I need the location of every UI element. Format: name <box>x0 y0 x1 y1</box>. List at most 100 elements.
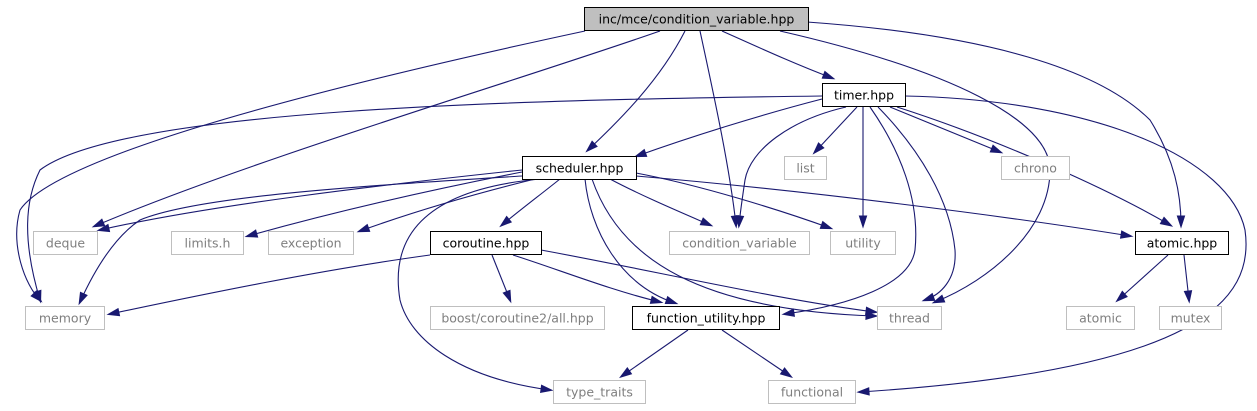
edge-scheduler-to-exception <box>356 178 536 233</box>
node-label: inc/mce/condition_variable.hpp <box>599 12 795 27</box>
edge-arrowhead <box>781 308 796 317</box>
edge-arrowhead <box>921 292 936 302</box>
edge-coroutine-to-memory <box>106 254 431 317</box>
node-box <box>268 231 354 255</box>
node-scheduler[interactable]: scheduler.hpp <box>522 156 637 180</box>
edge-timer-to-functional <box>856 95 1247 396</box>
edge-arrowhead <box>633 148 648 158</box>
edge-coroutine-to-thread <box>540 249 879 316</box>
nodes-layer: inc/mce/condition_variable.hpp timer.hpp s… <box>25 7 1229 404</box>
edge-timer-to-function_utility <box>781 106 917 317</box>
node-label: limits.h <box>185 236 231 251</box>
node-mutex: mutex <box>1159 306 1222 330</box>
node-boost: boost/coroutine2/all.hpp <box>430 306 605 330</box>
edge-arrowhead <box>664 295 679 305</box>
node-label: scheduler.hpp <box>536 161 624 176</box>
edge-arrowhead <box>821 70 836 80</box>
edge-line <box>587 30 686 151</box>
node-label: type_traits <box>566 385 633 400</box>
edge-line <box>591 178 876 317</box>
edge-arrowhead <box>1115 290 1128 303</box>
edge-arrowhead <box>540 384 554 393</box>
edge-line <box>721 30 833 79</box>
node-box <box>33 231 98 255</box>
edge-line <box>859 95 1247 393</box>
edge-arrowhead <box>1176 215 1186 229</box>
node-box <box>430 306 605 330</box>
node-coroutine[interactable]: coroutine.hpp <box>430 231 542 255</box>
node-label: thread <box>889 311 930 326</box>
edge-timer-to-utility <box>858 107 868 229</box>
edge-function_utility-to-type_traits <box>619 329 689 379</box>
edge-timer-to-list <box>812 106 858 155</box>
node-type-traits: type_traits <box>553 380 646 404</box>
edge-line <box>609 178 711 226</box>
edge-atomic_hpp-to-mutex <box>1183 254 1193 304</box>
edge-line <box>784 106 917 315</box>
node-box <box>522 156 637 180</box>
edge-line <box>699 30 737 226</box>
node-box <box>1066 306 1135 330</box>
edge-timer-to-condvar <box>735 106 847 229</box>
edge-arrowhead <box>1119 230 1134 239</box>
node-function-utility[interactable]: function_utility.hpp <box>632 306 780 330</box>
node-functional: functional <box>768 380 856 404</box>
edge-scheduler-to-type_traits <box>397 178 554 393</box>
node-label: boost/coroutine2/all.hpp <box>441 311 593 326</box>
node-box <box>1135 231 1229 255</box>
edge-scheduler-to-function_utility <box>584 178 679 305</box>
node-label: coroutine.hpp <box>443 236 530 251</box>
node-box <box>768 380 856 404</box>
node-label: chrono <box>1014 161 1057 176</box>
edge-timer-to-thread <box>877 106 956 302</box>
node-timer[interactable]: timer.hpp <box>822 83 906 107</box>
node-box <box>553 380 646 404</box>
edge-root-to-deque <box>91 30 661 228</box>
node-limits: limits.h <box>171 231 244 255</box>
node-label: deque <box>46 236 85 251</box>
edge-line <box>636 98 823 157</box>
edge-line <box>16 30 586 301</box>
node-label: function_utility.hpp <box>647 311 766 326</box>
node-box <box>171 231 244 255</box>
edge-arrowhead <box>502 289 512 304</box>
node-chrono: chrono <box>1001 156 1070 180</box>
edge-arrowhead <box>649 295 664 304</box>
edge-function_utility-to-functional <box>721 329 793 379</box>
edges-layer <box>16 21 1247 396</box>
edge-line <box>814 106 858 153</box>
edge-arrowhead <box>865 306 879 316</box>
edge-arrowhead <box>819 220 834 230</box>
node-atomic: atomic <box>1066 306 1135 330</box>
node-utility: utility <box>830 231 896 255</box>
edge-line <box>1117 254 1169 301</box>
edge-line <box>99 169 523 231</box>
node-label: list <box>796 161 814 176</box>
edge-root-to-condvar <box>699 30 740 229</box>
edge-atomic_hpp-to-atomic <box>1115 254 1169 303</box>
node-box <box>584 7 809 31</box>
edge-line <box>721 329 791 377</box>
node-box <box>669 231 810 255</box>
edge-arrowhead <box>96 223 111 233</box>
edge-scheduler-to-limits <box>244 171 523 238</box>
edge-line <box>79 175 523 303</box>
edge-line <box>806 21 1182 226</box>
edge-coroutine-to-boost <box>491 254 512 304</box>
edge-arrowhead <box>856 387 870 396</box>
node-root[interactable]: inc/mce/condition_variable.hpp <box>584 7 809 31</box>
node-label: utility <box>845 236 881 251</box>
edge-line <box>738 106 847 226</box>
node-atomic-hpp[interactable]: atomic.hpp <box>1135 231 1229 255</box>
edge-line <box>584 178 676 304</box>
edge-arrowhead <box>858 215 868 229</box>
node-label: functional <box>781 385 843 400</box>
edge-arrowhead <box>779 367 793 379</box>
edge-line <box>621 329 689 377</box>
edge-root-to-atomic_hpp <box>806 21 1186 229</box>
edge-line <box>889 106 1001 153</box>
edge-line <box>94 30 661 227</box>
edge-arrowhead <box>1183 290 1193 304</box>
edge-timer-to-chrono <box>889 106 1004 154</box>
node-thread: thread <box>877 306 942 330</box>
